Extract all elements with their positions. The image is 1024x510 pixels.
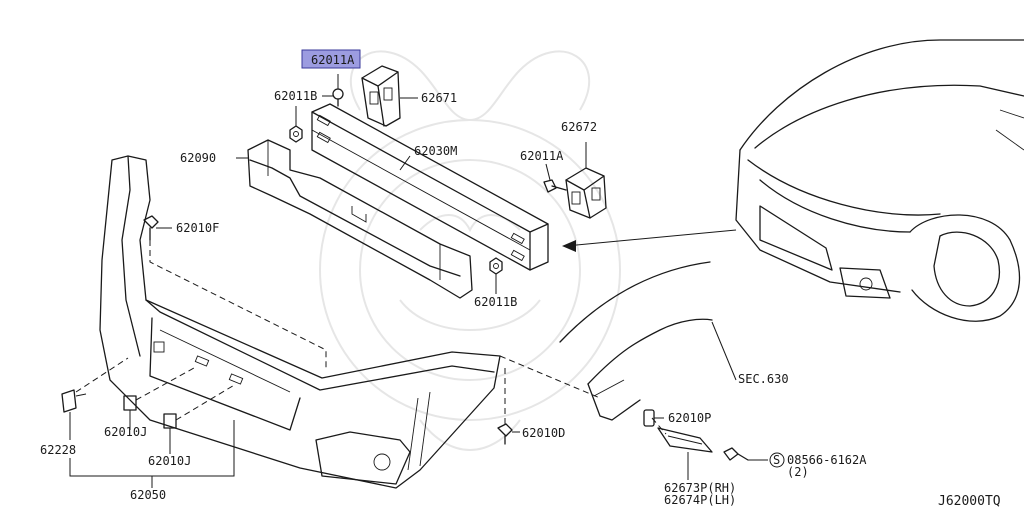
front-bumper-fascia-62050[interactable] (99, 155, 501, 489)
nut-62011B-bottom[interactable] (489, 257, 503, 275)
clip-62010F[interactable] (143, 215, 159, 241)
clip-62010J-a[interactable] (123, 395, 137, 411)
energy-absorber-62090[interactable] (247, 139, 473, 299)
cover-62228[interactable] (61, 389, 87, 413)
label-62228[interactable]: 62228 (40, 443, 76, 457)
label-62010J-a[interactable]: 62010J (104, 425, 147, 439)
bracket-62671[interactable] (361, 65, 401, 127)
bolt-08566-6162A[interactable] (723, 447, 749, 461)
vehicle-front-view (735, 39, 1024, 322)
label-62010P[interactable]: 62010P (668, 411, 711, 425)
clip-62010D[interactable] (497, 423, 513, 445)
label-62674P[interactable]: 62674P(LH) (664, 493, 736, 507)
fender-sec630[interactable] (559, 261, 713, 421)
bolt-62011A-top[interactable] (332, 88, 344, 107)
diagram-code: J62000TQ (938, 494, 1001, 509)
label-bolt-qty: (2) (787, 465, 809, 479)
label-62011B-top[interactable]: 62011B (274, 89, 317, 103)
standard-part-mark: S (773, 453, 780, 467)
bracket-62673P-62674P[interactable] (657, 427, 713, 453)
standard-part-circle (769, 452, 785, 468)
reference-arrow (562, 229, 737, 252)
label-62011B-bottom[interactable]: 62011B (474, 295, 517, 309)
label-62673P[interactable]: 62673P(RH) (664, 481, 736, 495)
label-62050[interactable]: 62050 (130, 488, 166, 502)
label-62011A-right[interactable]: 62011A (520, 149, 564, 163)
label-62010D[interactable]: 62010D (522, 426, 565, 440)
highlight-box (301, 49, 361, 69)
label-62010J-b[interactable]: 62010J (148, 454, 191, 468)
label-62011A-top[interactable]: 62011A (311, 53, 355, 67)
bolt-62011A-right[interactable] (543, 179, 567, 193)
watermark-emblem (319, 50, 621, 451)
label-62090[interactable]: 62090 (180, 151, 216, 165)
nut-62011B-top[interactable] (289, 125, 303, 143)
leader-lines (69, 74, 768, 488)
label-62030M[interactable]: 62030M (414, 144, 457, 158)
alignment-lines (75, 240, 667, 435)
label-62672[interactable]: 62672 (561, 120, 597, 134)
label-62010F[interactable]: 62010F (176, 221, 219, 235)
bumper-reinforcement-62030M[interactable] (311, 103, 549, 271)
label-sec630[interactable]: SEC.630 (738, 372, 789, 386)
label-62671[interactable]: 62671 (421, 91, 457, 105)
label-08566-6162A[interactable]: 08566-6162A (787, 453, 867, 467)
